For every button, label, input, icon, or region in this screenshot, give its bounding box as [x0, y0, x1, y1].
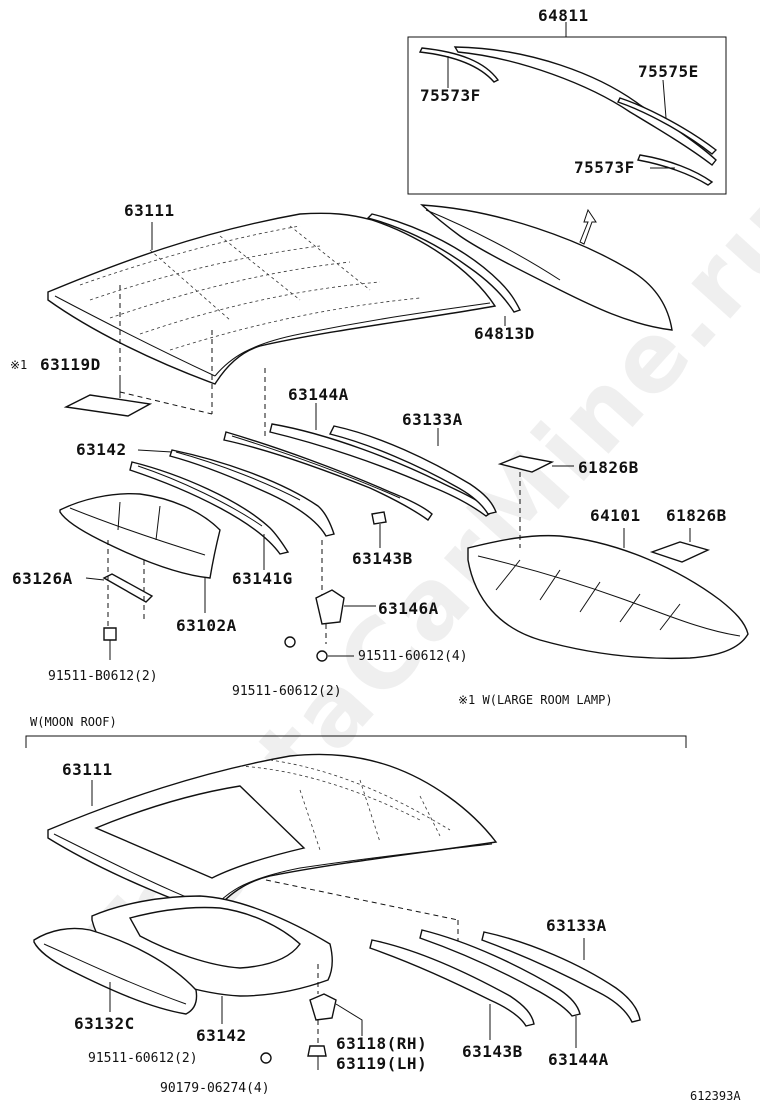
bracket-63146A: [284, 540, 376, 662]
label-63118-rh: 63118(RH): [336, 1034, 428, 1053]
label-63142-a: 63142: [76, 440, 127, 459]
label-63141G: 63141G: [232, 569, 293, 588]
label-91511-60612-c: 91511-60612(2): [88, 1051, 198, 1066]
label-61826B-b: 61826B: [666, 506, 727, 525]
moonroof-rails: [369, 929, 641, 1048]
figure-id: 612393A: [690, 1089, 741, 1103]
label-61826B-a: 61826B: [578, 458, 639, 477]
label-91511-60612-b: 91511-60612(2): [232, 684, 342, 699]
label-63119D-note-mark: ※1: [10, 358, 28, 372]
moulding-64813D: [366, 204, 673, 331]
label-75575E: 75575E: [638, 62, 699, 81]
front-header-63102A: [59, 492, 221, 660]
section-divider: [25, 735, 687, 748]
label-64813D: 64813D: [474, 324, 535, 343]
front-header-63132C: [33, 927, 198, 1015]
inset-box-64811: [407, 22, 727, 195]
label-63126A: 63126A: [12, 569, 73, 588]
roof-bows: [129, 403, 497, 570]
label-63111-a: 63111: [124, 201, 175, 220]
label-63119D: 63119D: [40, 355, 101, 374]
label-63132C: 63132C: [74, 1014, 135, 1033]
label-63146A: 63146A: [378, 599, 439, 618]
rear-shelf-64101: [467, 455, 749, 660]
roof-panel-63111: [47, 212, 497, 440]
moonroof-roof-panel: [47, 753, 498, 950]
reference-arrow: [579, 208, 597, 245]
label-63133A-b: 63133A: [546, 916, 607, 935]
label-63133A-a: 63133A: [402, 410, 463, 429]
label-91511-B0612: 91511-B0612(2): [48, 669, 158, 684]
label-91511-60612-a: 91511-60612(4): [358, 649, 468, 664]
label-63119-lh: 63119(LH): [336, 1054, 428, 1073]
note-large-room-lamp: ※1 W(LARGE ROOM LAMP): [458, 693, 613, 707]
label-63143B-b: 63143B: [462, 1042, 523, 1061]
label-63144A-b: 63144A: [548, 1050, 609, 1069]
pad-63119D: [63, 380, 153, 417]
label-63142-b: 63142: [196, 1026, 247, 1045]
label-64811: 64811: [538, 6, 589, 25]
label-64101: 64101: [590, 506, 641, 525]
heading-moon-roof: W(MOON ROOF): [30, 715, 117, 729]
label-63144A-a: 63144A: [288, 385, 349, 404]
label-90179-06274: 90179-06274(4): [160, 1081, 270, 1096]
label-63143B-a: 63143B: [352, 549, 413, 568]
label-75573F-b: 75573F: [574, 158, 635, 177]
label-63111-b: 63111: [62, 760, 113, 779]
bracket-63118-63119: [260, 964, 363, 1070]
label-63102A: 63102A: [176, 616, 237, 635]
label-75573F-a: 75573F: [420, 86, 481, 105]
